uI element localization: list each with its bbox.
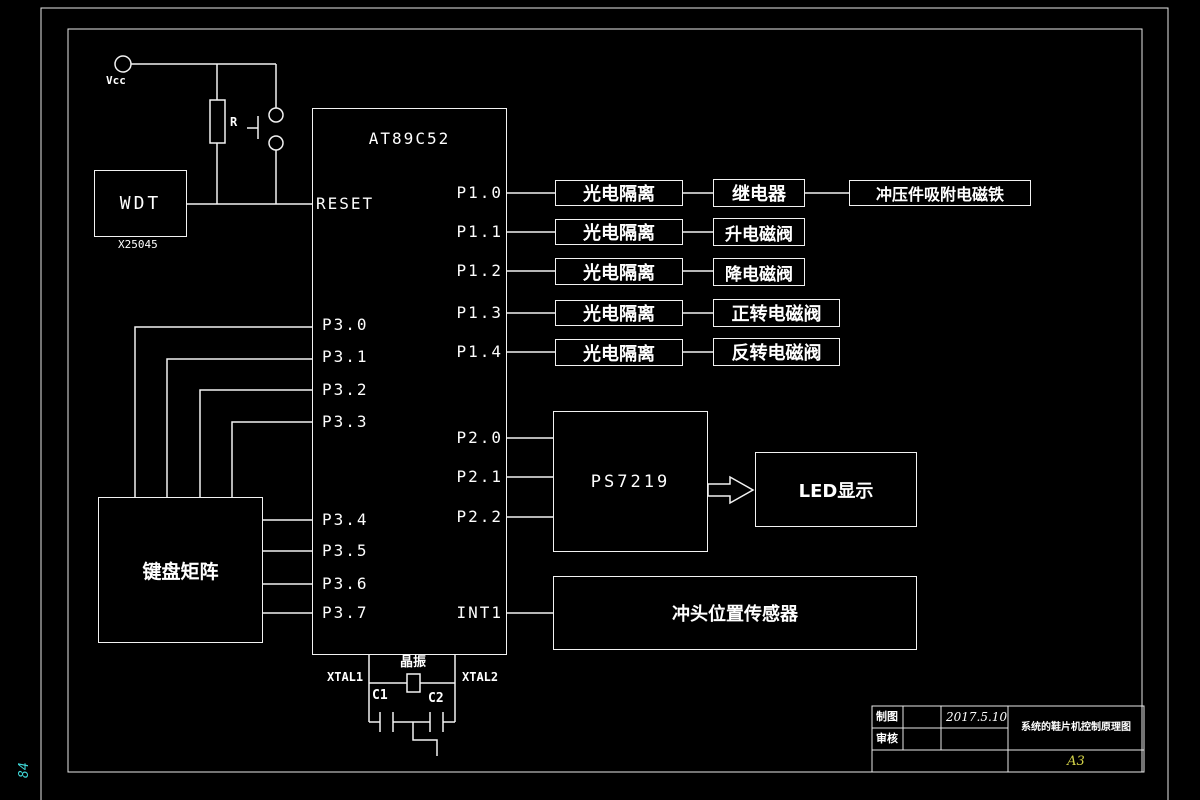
- led-display-box: LED显示: [755, 452, 917, 527]
- opto-box-1: 光电隔离: [555, 180, 683, 206]
- titleblock-date: 2017.5.10: [946, 710, 1008, 724]
- p2-wires: [507, 437, 553, 614]
- electromagnet-box: 冲压件吸附电磁铁: [849, 180, 1031, 206]
- ground-stub: [412, 722, 438, 756]
- pin-int1: INT1: [456, 603, 503, 622]
- opto-box-2: 光电隔离: [555, 219, 683, 245]
- reset-pin-label: RESET: [316, 194, 375, 213]
- titleblock-title: 系统的鞋片机控制原理图: [1021, 722, 1131, 733]
- valve-down-label: 降电磁阀: [725, 264, 793, 285]
- ps7219-label: PS7219: [590, 471, 671, 492]
- title-block-grid: [871, 705, 1145, 773]
- wdt-part-label: X25045: [118, 238, 158, 251]
- crystal-label: 晶振: [400, 655, 427, 670]
- opto-label: 光电隔离: [583, 223, 655, 244]
- ps7219-box: PS7219: [553, 411, 708, 552]
- opto-box-3: 光电隔离: [555, 258, 683, 285]
- mcu-box: [312, 108, 507, 655]
- valve-up-box: 升电磁阀: [713, 218, 805, 246]
- resistor-label: R: [230, 115, 238, 129]
- keyboard-matrix-label: 键盘矩阵: [142, 560, 219, 583]
- xtal2-label: XTAL2: [462, 670, 499, 684]
- keyboard-matrix-box: 键盘矩阵: [98, 497, 263, 643]
- opto-label: 光电隔离: [583, 262, 655, 284]
- vcc-terminal-icon: [114, 55, 132, 73]
- pin-p3-2: P3.2: [322, 380, 369, 399]
- opto-label: 光电隔离: [583, 184, 655, 205]
- relay-label: 继电器: [732, 184, 786, 205]
- opto-box-4: 光电隔离: [555, 300, 683, 326]
- pin-p3-7: P3.7: [322, 603, 369, 622]
- pin-p1-0: P1.0: [456, 183, 503, 202]
- electromagnet-label: 冲压件吸附电磁铁: [875, 185, 1004, 204]
- pin-p3-5: P3.5: [322, 541, 369, 560]
- crystal-circuit: [368, 655, 456, 756]
- valve-rev-label: 反转电磁阀: [731, 343, 822, 364]
- pin-p3-4: P3.4: [322, 510, 369, 529]
- bus-arrow-icon: [707, 475, 755, 505]
- inner-frame: [67, 28, 1143, 773]
- valve-fwd-label: 正转电磁阀: [731, 304, 822, 325]
- valve-down-box: 降电磁阀: [713, 258, 805, 286]
- wdt-label: WDT: [119, 193, 162, 214]
- reset-circuit: [114, 55, 312, 205]
- pin-p2-2: P2.2: [456, 507, 503, 526]
- pin-p3-1: P3.1: [322, 347, 369, 366]
- led-display-label: LED显示: [798, 480, 874, 502]
- pin-p1-2: P1.2: [456, 261, 503, 280]
- cap2-label: C2: [428, 691, 444, 706]
- pin-p1-1: P1.1: [456, 222, 503, 241]
- pin-p3-0: P3.0: [322, 315, 369, 334]
- valve-fwd-box: 正转电磁阀: [713, 299, 840, 327]
- mcu-name: AT89C52: [368, 129, 451, 148]
- switch-contact-top: [268, 107, 284, 123]
- opto-label: 光电隔离: [583, 304, 655, 325]
- crystal-symbol: [406, 673, 421, 693]
- wdt-box: WDT: [94, 170, 187, 237]
- resistor-symbol: [209, 99, 226, 144]
- vcc-label: Vcc: [106, 74, 126, 87]
- sheet-size-label: A3: [1067, 754, 1085, 769]
- pin-p3-6: P3.6: [322, 574, 369, 593]
- sensor-box: 冲头位置传感器: [553, 576, 917, 650]
- cap1-label: C1: [372, 688, 388, 703]
- titleblock-checked-label: 审核: [876, 732, 898, 745]
- valve-rev-box: 反转电磁阀: [713, 338, 840, 366]
- relay-box: 继电器: [713, 179, 805, 207]
- margin-note: 84: [17, 762, 32, 778]
- valve-up-label: 升电磁阀: [725, 224, 793, 245]
- p1-wires: [507, 192, 849, 353]
- pin-p2-1: P2.1: [456, 467, 503, 486]
- opto-label: 光电隔离: [583, 343, 655, 365]
- outer-frame: [40, 7, 1169, 800]
- sensor-label: 冲头位置传感器: [672, 604, 798, 625]
- pin-p1-3: P1.3: [456, 303, 503, 322]
- pin-p1-4: P1.4: [456, 342, 503, 361]
- switch-contact-bottom: [268, 135, 284, 151]
- opto-box-5: 光电隔离: [555, 339, 683, 366]
- titleblock-drawn-label: 制图: [876, 710, 898, 723]
- pin-p2-0: P2.0: [456, 428, 503, 447]
- p3-wires: [134, 326, 312, 614]
- pin-p3-3: P3.3: [322, 412, 369, 431]
- xtal1-label: XTAL1: [327, 670, 364, 684]
